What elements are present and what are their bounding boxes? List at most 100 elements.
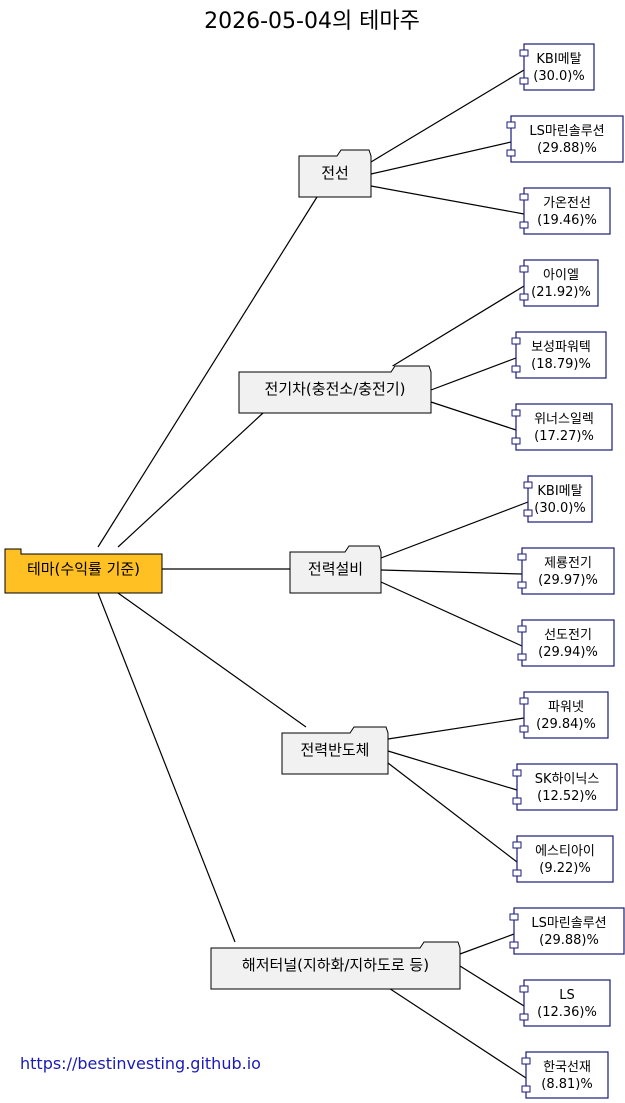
theme-label: 해저터널(지하화/지하도로 등) — [242, 956, 429, 974]
stock-return: (17.27)% — [534, 429, 594, 444]
stock-name: 아이엘 — [543, 268, 579, 283]
edge-root-to-theme-2 — [117, 412, 264, 548]
edge-root-to-theme-4 — [117, 592, 307, 728]
stock-port-top — [519, 49, 529, 57]
stock-return: (30.0)% — [534, 501, 585, 516]
stock-node-4-1: 파워넷 (29.84)% — [519, 691, 609, 739]
theme-label: 전력설비 — [308, 560, 363, 578]
theme-label: 전선 — [321, 164, 349, 182]
stock-port-bottom — [511, 365, 521, 373]
stock-return: (12.36)% — [537, 1005, 597, 1020]
edge-theme-5-to-stock-2 — [459, 965, 525, 1007]
stock-name: 에스티아이 — [535, 844, 595, 859]
stock-node-4-2: SK하이닉스(12.52)% — [512, 763, 618, 811]
stock-box — [523, 259, 599, 307]
edge-theme-2-to-stock-1 — [392, 285, 525, 367]
stock-port-bottom — [509, 941, 519, 949]
stock-node-5-2: LS(12.36)% — [519, 979, 611, 1027]
stock-node-3-2: 제룡전기 (29.97)% — [517, 547, 615, 595]
theme-node-5: 해저터널(지하화/지하도로 등) — [210, 941, 461, 990]
stock-return: (8.81)% — [541, 1077, 592, 1092]
stock-port-bottom — [523, 509, 533, 517]
stock-name: KBI메탈 — [536, 52, 581, 67]
theme-label: 전기차(충전소/충전기) — [265, 380, 406, 398]
stock-box — [523, 979, 611, 1027]
stock-return: (29.84)% — [536, 717, 596, 732]
stock-box — [523, 43, 595, 91]
stock-node-2-2: 보성파워텍(18.79)% — [511, 331, 607, 379]
stock-box — [525, 1051, 609, 1099]
root-label: 테마(수익률 기준) — [27, 560, 140, 578]
stock-return: (21.92)% — [531, 285, 591, 300]
stock-node-1-2: LS마린솔루션(29.88)% — [506, 115, 624, 163]
stock-name: 가온전선 — [543, 196, 591, 211]
stock-node-3-1: KBI메탈 (30.0)% — [523, 475, 593, 523]
stock-return: (19.46)% — [537, 213, 597, 228]
stock-name: KBI메탈 — [537, 484, 582, 499]
stock-box — [513, 907, 625, 955]
stock-return: (29.97)% — [538, 573, 598, 588]
stock-name: 위너스일렉 — [534, 412, 594, 427]
stock-port-bottom — [519, 221, 529, 229]
stock-box — [516, 763, 618, 811]
theme-node-2: 전기차(충전소/충전기) — [238, 365, 432, 414]
theme-folder-shape — [289, 545, 382, 594]
stock-name: 보성파워텍 — [531, 340, 591, 355]
stock-port-bottom — [512, 869, 522, 877]
stock-port-bottom — [512, 797, 522, 805]
stock-port-bottom — [519, 1013, 529, 1021]
stock-port-bottom — [521, 1085, 531, 1093]
stock-port-top — [509, 913, 519, 921]
stock-port-bottom — [511, 437, 521, 445]
theme-node-1: 전선 — [298, 149, 372, 198]
stock-port-top — [511, 337, 521, 345]
stock-node-1-1: KBI메탈 (30.0)% — [519, 43, 595, 91]
stock-port-bottom — [517, 581, 527, 589]
edge-theme-2-to-stock-2 — [430, 357, 517, 391]
edge-theme-4-to-stock-1 — [387, 717, 525, 740]
stock-return: (29.88)% — [537, 141, 597, 156]
stock-port-top — [519, 985, 529, 993]
stock-name: 제룡전기 — [544, 556, 592, 571]
edge-theme-3-to-stock-3 — [380, 581, 523, 647]
stock-port-top — [519, 265, 529, 273]
diagram-title: 2026-05-04의 테마주 — [204, 9, 420, 34]
edge-theme-1-to-stock-1 — [370, 69, 525, 163]
theme-folder-shape — [298, 149, 372, 198]
edge-theme-4-to-stock-2 — [387, 750, 518, 791]
edge-theme-4-to-stock-3 — [387, 762, 518, 863]
theme-node-4: 전력반도체 — [281, 726, 389, 775]
edge-theme-2-to-stock-3 — [430, 401, 517, 431]
stock-return: (29.88)% — [539, 933, 599, 948]
stock-box — [523, 187, 611, 235]
stock-node-4-3: 에스티아이(9.22)% — [512, 835, 614, 883]
footer-link[interactable]: https://bestinvesting.github.io — [20, 1054, 261, 1073]
stock-name: 선도전기 — [544, 628, 592, 643]
theme-label: 전력반도체 — [300, 741, 369, 759]
edge-theme-5-to-stock-3 — [389, 988, 527, 1079]
stock-port-bottom — [519, 293, 529, 301]
stock-port-top — [517, 625, 527, 633]
stock-nodes: KBI메탈(30.0)%LS마린솔루션(29.88)%가온전선(19.46)%아… — [506, 43, 625, 1099]
theme-node-3: 전력설비 — [289, 545, 382, 594]
theme-folder-shape — [238, 365, 432, 414]
edge-theme-3-to-stock-1 — [380, 501, 529, 559]
stock-name: LS마린솔루션 — [531, 916, 606, 931]
stock-name: SK하이닉스 — [535, 772, 600, 787]
stock-node-1-3: 가온전선 (19.46)% — [519, 187, 611, 235]
stock-port-top — [511, 409, 521, 417]
theme-folder-shape — [210, 941, 461, 990]
stock-box — [515, 331, 607, 379]
stock-return: (30.0)% — [533, 69, 584, 84]
stock-name: 파워넷 — [548, 700, 584, 715]
stock-return: (29.94)% — [538, 645, 598, 660]
edge-root-to-theme-1 — [97, 196, 318, 548]
stock-port-bottom — [519, 77, 529, 85]
stock-port-top — [506, 121, 516, 129]
stock-port-bottom — [517, 653, 527, 661]
stock-name: 한국선재 — [543, 1060, 591, 1075]
edge-theme-5-to-stock-1 — [459, 933, 515, 955]
edge-root-to-theme-5 — [97, 592, 236, 943]
connector-lines — [97, 69, 529, 1079]
